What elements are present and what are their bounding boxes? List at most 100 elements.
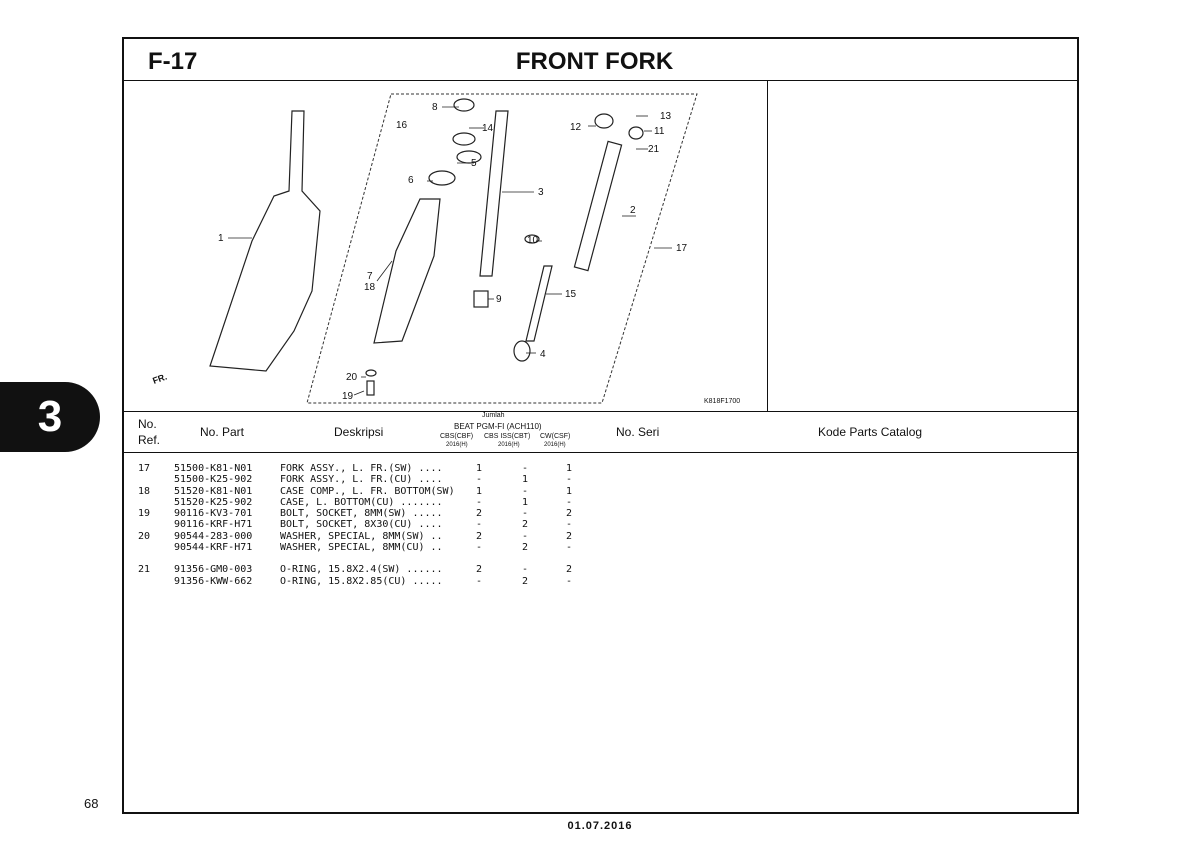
cell-desc: FORK ASSY., L. FR.(SW) .... <box>280 463 443 474</box>
callout-21: 21 <box>648 144 660 155</box>
cell-q2: - <box>566 474 573 486</box>
col-year-1: 2016(H) <box>446 442 468 448</box>
callout-16: 16 <box>396 120 408 131</box>
cell-ref: 19 <box>138 508 151 520</box>
cell-q0: - <box>476 496 483 508</box>
col-variant-2: CBS ISS(CBT) <box>484 433 531 440</box>
callout-3: 3 <box>538 187 544 198</box>
cell-q2: - <box>566 575 573 587</box>
cell-q0: 1 <box>476 463 483 474</box>
fork-assembly-left <box>209 110 321 372</box>
cell-desc: WASHER, SPECIAL, 8MM(CU) .. <box>280 542 443 554</box>
cell-q0: - <box>476 474 483 486</box>
cell-ref: 20 <box>138 530 151 542</box>
col-model: BEAT PGM-FI (ACH110) <box>454 422 542 431</box>
cell-q2: 1 <box>566 485 573 497</box>
col-year-3: 2016(H) <box>544 442 566 448</box>
cell-part: 90116-KV3-701 <box>174 508 253 520</box>
cell-q1: - <box>522 508 529 520</box>
title-bar: F-17 FRONT FORK <box>124 39 1077 81</box>
cell-part: 90544-283-000 <box>174 530 253 542</box>
cell-ref: 17 <box>138 463 151 474</box>
cell-q1: - <box>522 463 529 474</box>
cell-desc: CASE COMP., L. FR. BOTTOM(SW) <box>280 485 455 497</box>
footer-date: 01.07.2016 <box>567 820 633 832</box>
cell-q2: 1 <box>566 463 573 474</box>
cell-desc: BOLT, SOCKET, 8X30(CU) .... <box>280 519 443 531</box>
callout-11: 11 <box>654 126 665 137</box>
cell-q2: - <box>566 542 573 554</box>
callout-14: 14 <box>482 123 494 134</box>
cell-q0: 2 <box>476 508 483 520</box>
cell-part: 90544-KRF-H71 <box>174 542 253 554</box>
section-code: F-17 <box>148 48 198 75</box>
cell-q1: - <box>522 564 529 576</box>
cell-q0: 2 <box>476 530 483 542</box>
cell-ref: 21 <box>138 564 151 576</box>
cell-q1: - <box>522 485 529 497</box>
callout-13: 13 <box>660 111 672 122</box>
col-jumlah: Jumlah <box>482 412 505 419</box>
cell-q2: 2 <box>566 564 573 576</box>
cell-q0: - <box>476 575 483 587</box>
fork-spring <box>573 140 623 272</box>
col-part: No. Part <box>200 425 245 439</box>
cell-desc: O-RING, 15.8X2.4(SW) ...... <box>280 564 443 576</box>
figure-code: K818F1700 <box>704 398 740 405</box>
callout-17: 17 <box>676 243 688 254</box>
col-catalog: Kode Parts Catalog <box>818 425 923 439</box>
cell-q1: 2 <box>522 542 529 554</box>
cell-q1: 2 <box>522 575 529 587</box>
cell-desc: WASHER, SPECIAL, 8MM(SW) .. <box>280 530 443 542</box>
table-row: 90544-KRF-H71 WASHER, SPECIAL, 8MM(CU) ..… <box>124 542 1077 553</box>
cell-q0: - <box>476 542 483 554</box>
cell-q0: 1 <box>476 485 483 497</box>
cell-q2: - <box>566 519 573 531</box>
page-title: FRONT FORK <box>515 48 674 75</box>
callout-8: 8 <box>432 102 438 113</box>
cell-q2: - <box>566 496 573 508</box>
cell-part: 51520-K81-N01 <box>174 485 253 497</box>
callout-1: 1 <box>218 233 224 244</box>
callout-4: 4 <box>540 349 546 360</box>
callout-6: 6 <box>408 175 414 186</box>
direction-label: FR. <box>151 372 168 386</box>
cell-part: 91356-KWW-662 <box>174 575 253 587</box>
damper-rod <box>525 265 553 342</box>
cell-part: 51500-K81-N01 <box>174 463 253 474</box>
col-serial: No. Seri <box>616 425 660 439</box>
page-frame: F-17 FRONT FORK 1 2 3 4 5 6 7 <box>122 37 1079 814</box>
cell-q1: 1 <box>522 474 529 486</box>
cell-q0: 2 <box>476 564 483 576</box>
table-row: 17 51500-K81-N01 FORK ASSY., L. FR.(SW) ..… <box>124 463 1077 474</box>
callout-9: 9 <box>496 294 502 305</box>
cell-ref: 18 <box>138 485 151 497</box>
exploded-diagram: 1 2 3 4 5 6 7 18 8 9 10 11 12 13 14 15 1… <box>124 81 768 411</box>
table-row: 21 91356-GM0-003 O-RING, 15.8X2.4(SW) ....… <box>124 564 1077 575</box>
cell-q2: 2 <box>566 530 573 542</box>
table-row: 18 51520-K81-N01 CASE COMP., L. FR. BOTTOM… <box>124 486 1077 497</box>
cell-part: 91356-GM0-003 <box>174 564 253 576</box>
cell-desc: CASE, L. BOTTOM(CU) ....... <box>280 496 443 508</box>
cell-q2: 2 <box>566 508 573 520</box>
col-ref-2: Ref. <box>138 433 161 447</box>
callout-5: 5 <box>471 158 477 169</box>
page-number: 68 <box>84 796 99 811</box>
col-variant-3: CW(CSF) <box>540 433 571 440</box>
callout-2: 2 <box>630 205 636 216</box>
table-row: 20 90544-283-000 WASHER, SPECIAL, 8MM(SW) … <box>124 531 1077 542</box>
callout-10: 10 <box>527 235 539 246</box>
cell-desc: FORK ASSY., L. FR.(CU) .... <box>280 474 443 486</box>
cell-part: 90116-KRF-H71 <box>174 519 253 531</box>
callout-labels: 1 2 3 4 5 6 7 18 8 9 10 11 12 13 14 15 1… <box>151 102 740 405</box>
col-variant-1: CBS(CBF) <box>440 433 474 440</box>
callout-7: 7 <box>367 271 373 282</box>
col-ref: No. <box>138 417 157 431</box>
callout-20: 20 <box>346 372 358 383</box>
fork-pipe <box>479 110 509 277</box>
cell-q1: 2 <box>522 519 529 531</box>
